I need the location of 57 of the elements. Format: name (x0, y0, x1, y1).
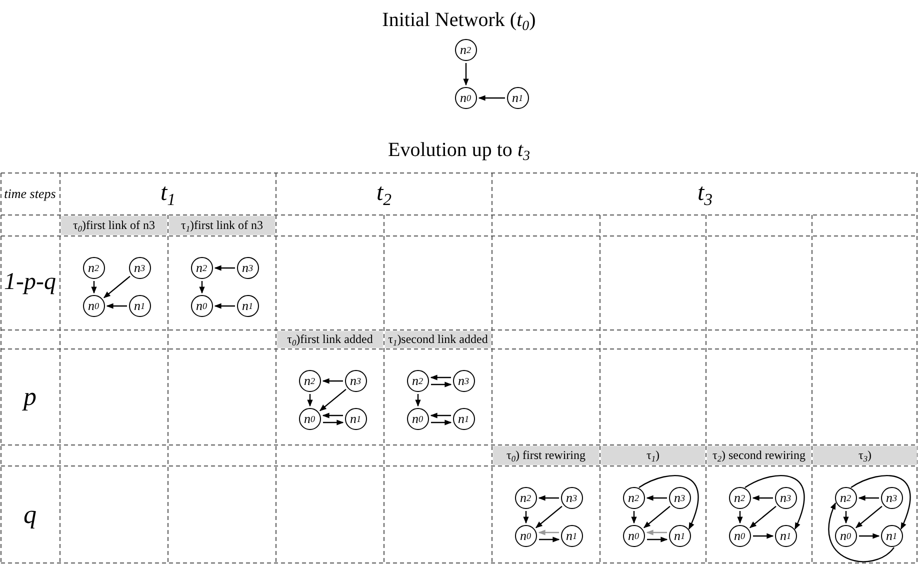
arrow (214, 303, 235, 309)
step-label: τ$_{1}$)second link added (385, 331, 491, 348)
arrow (646, 530, 667, 536)
arrow (744, 475, 805, 530)
arrow (430, 374, 451, 380)
diagram-title: Initial Network (t$_{0}$) (381, 8, 537, 34)
arrow (214, 265, 235, 271)
column-header: t$_{1}$ (159, 179, 177, 212)
arrow (753, 533, 774, 539)
arrow (463, 63, 469, 86)
arrow (478, 95, 505, 101)
arrow (858, 495, 879, 501)
arrow (859, 533, 880, 539)
step-label: τ$_{1}$)first link of n3 (169, 216, 275, 235)
arrow (106, 303, 127, 309)
step-label: τ$_{0}$)first link added (277, 331, 383, 348)
arrow (103, 276, 130, 298)
arrow (199, 281, 205, 294)
arrow (828, 502, 894, 562)
arrow (850, 475, 911, 530)
column-header: t$_{2}$ (375, 179, 393, 212)
arrow (752, 495, 773, 501)
arrow (523, 511, 529, 524)
arrow (319, 388, 346, 412)
step-label: τ$_{0}$)first link of n3 (61, 216, 167, 235)
arrow (737, 511, 743, 524)
arrow (415, 394, 421, 407)
arrow (322, 412, 343, 418)
arrow (638, 475, 699, 530)
arrow (91, 281, 97, 294)
row-header: 1-p-q (3, 268, 57, 298)
arrow (855, 506, 882, 528)
arrow (749, 506, 776, 528)
section-heading: Evolution up to t$_{3}$ (386, 138, 531, 164)
step-label: τ$_{0}$) first rewiring (493, 446, 599, 465)
step-label: τ$_{2}$) second rewiring (707, 446, 811, 465)
row-header: q (22, 498, 38, 531)
row-header: p (21, 381, 38, 414)
arrow (430, 412, 451, 418)
step-label: τ$_{1}$) (601, 446, 705, 465)
arrow (323, 420, 344, 426)
arrow (631, 511, 637, 524)
step-label: τ$_{3}$) (813, 446, 917, 465)
column-header: t$_{3}$ (696, 179, 714, 212)
arrow (647, 536, 668, 542)
arrow (539, 536, 560, 542)
arrow (535, 506, 562, 528)
arrow (843, 511, 849, 524)
arrow (431, 382, 452, 388)
arrow (431, 420, 452, 426)
arrow (307, 394, 313, 407)
arrow (646, 495, 667, 501)
arrow (322, 378, 343, 384)
arrow (643, 506, 670, 528)
column-header: time steps (3, 185, 57, 204)
arrow (538, 530, 559, 536)
arrow (538, 495, 559, 501)
